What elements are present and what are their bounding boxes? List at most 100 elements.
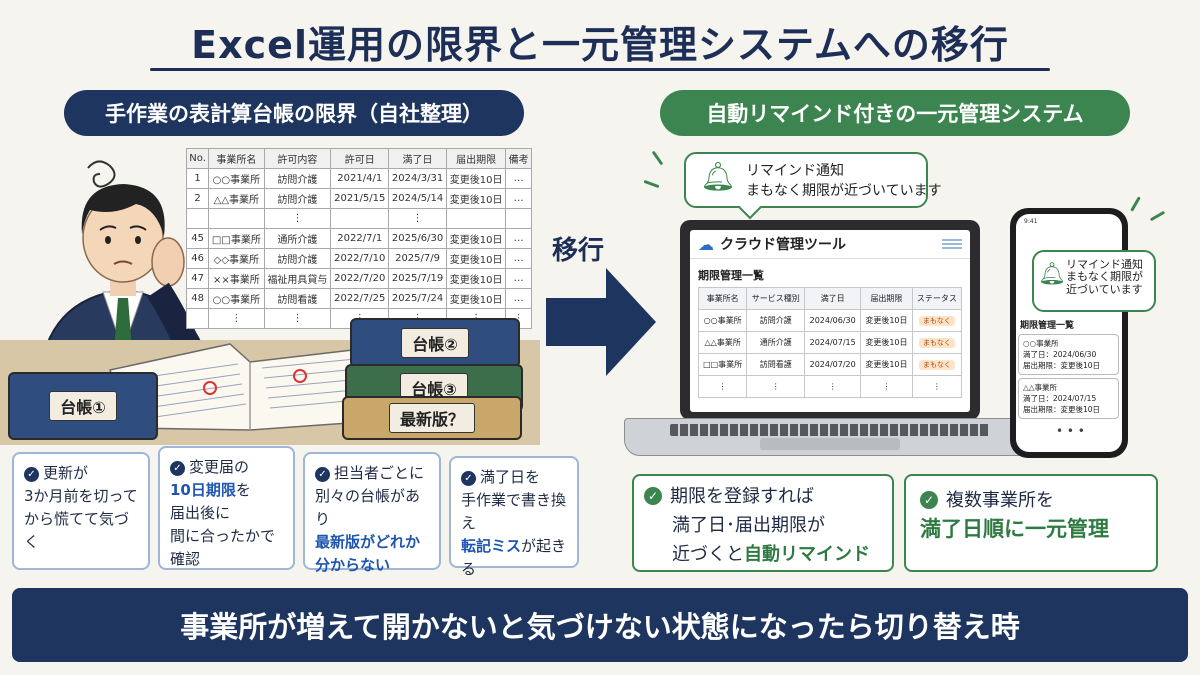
arrow-right-icon [546,268,656,376]
check-icon: ✓ [315,467,330,482]
status-badge: まもなく [918,359,955,370]
phone-list-title: 期限管理一覧 [1020,321,1075,331]
ledger-cell [505,208,532,229]
binder-ledger-1: 台帳① [8,372,158,440]
ledger-cell: … [505,168,532,189]
deadline-cell: ⋮ [911,375,963,398]
card-text: 3か月前を切って [24,487,138,505]
problem-card-separate-ledgers: ✓担当者ごとに 別々の台帳があり 最新版がどれか 分からない [303,452,441,574]
col-expiry: 満了日 [804,287,862,310]
ledger-cell: ⋮ [263,308,332,329]
phone-notification-title: リマインド通知 [1066,258,1143,271]
binder-latest-label: 最新版？ [388,403,475,433]
ledger-cell: 2025/7/9 [388,248,447,269]
col-service: サービス種別 [746,287,806,310]
ledger-col-deadline: 届出期限 [445,148,507,169]
ledger-cell: △△事業所 [208,188,265,209]
ledger-cell: 2021/5/15 [330,188,390,209]
alert-ray [1130,196,1141,212]
alert-ray [651,150,664,166]
ledger-cell: ××事業所 [208,268,265,289]
ledger-cell: 2022/7/10 [330,248,390,269]
cloud-icon: ☁ [698,234,714,254]
ledger-col-office: 事業所名 [208,148,265,169]
status-badge: まもなく [918,337,955,348]
phone-item-due: 満了日：2024/06/30 [1023,350,1097,359]
card-highlight: 10日期限 [170,481,236,499]
reminder-notification[interactable] [684,152,928,208]
ledger-cell: … [505,248,532,269]
deadline-cell: △△事業所 [697,331,748,354]
status-badge: まもなく [918,315,955,326]
phone-item-name: △△事業所 [1023,383,1058,392]
ledger-cell [330,208,390,229]
transition-label: 移行 [552,236,605,266]
phone-list-item[interactable]: △△事業所 満了日：2024/07/15 届出期限：変更後10日 [1018,378,1119,419]
ledger-cell: 47 [185,268,210,289]
binder-1-label: 台帳① [49,391,117,421]
ledger-cell: 変更後10日 [445,228,507,249]
card-highlight: 分からない [315,556,391,574]
phone-list-item[interactable]: ○○事業所 満了日：2024/06/30 届出期限：変更後10日 [1018,334,1119,375]
phone-item-name: ○○事業所 [1023,339,1059,348]
phone-reminder-notification[interactable] [1032,250,1156,312]
bell-icon: 🔔︎ [1038,262,1066,287]
phone-item-deadline: 届出期限：変更後10日 [1023,405,1101,414]
ledger-cell: 訪問介護 [263,168,332,189]
left-section-header: 手作業の表計算台帳の限界（自社整理） [64,90,524,136]
ledger-cell: ⋮ [208,308,265,329]
ledger-header-row: No. 事業所名 許可内容 許可日 満了日 届出期限 備考 [185,148,532,169]
deadline-cell: 2024/07/15 [804,331,862,354]
deadline-row[interactable]: ⋮⋮⋮⋮⋮ [697,375,963,398]
card-text: から慌てて気づく [24,510,130,551]
col-status: ステータス [911,287,963,310]
card-highlight: 満了日順に一元管理 [920,517,1109,541]
menu-icon[interactable] [942,239,962,249]
card-text: 間に合ったかで [170,527,276,545]
ledger-cell: … [505,268,532,289]
ledger-cell: ⋮ [388,208,447,229]
ledger-cell: 訪問介護 [263,248,332,269]
deadline-table-header: 事業所名 サービス種別 満了日 届出期限 ステータス [697,287,963,310]
deadline-cell: ⋮ [697,375,748,398]
ledger-col-no: No. [185,148,210,169]
phone-item-deadline: 届出期限：変更後10日 [1023,361,1101,370]
ledger-cell: … [505,228,532,249]
ledger-cell: 福祉用具貸与 [263,268,332,289]
deadline-cell: 変更後10日 [860,331,913,354]
ledger-cell [208,208,265,229]
ledger-cell: 45 [185,228,210,249]
problem-card-change-notice: ✓変更届の 10日期限を 届出後に 間に合ったかで 確認 [158,446,295,570]
right-section-header: 自動リマインド付きの一元管理システム [660,90,1130,136]
excel-ledger-table: No. 事業所名 許可内容 許可日 満了日 届出期限 備考 1○○事業所訪問介護… [185,148,532,329]
ledger-col-permit-date: 許可日 [330,148,390,169]
conclusion-banner: 事業所が増えて開かないと気づけない状態になったら切り替え時 [12,588,1188,662]
ledger-cell: 46 [185,248,210,269]
check-icon: ✓ [461,471,476,486]
ledger-col-expiry: 満了日 [388,148,447,169]
deadline-cell: □□事業所 [697,353,748,376]
problem-card-renewal: ✓更新が 3か月前を切って から慌てて気づく [12,452,150,570]
check-icon: ✓ [170,461,185,476]
deadline-cell: 通所介護 [746,331,806,354]
ledger-cell: □□事業所 [208,228,265,249]
notification-title: リマインド通知 [746,163,844,179]
ledger-cell: 2025/7/19 [388,268,447,289]
card-text: 別々の台帳があり [315,487,421,528]
ledger-cell [445,208,507,229]
laptop-keyboard [670,424,990,436]
card-text: 届出後に [170,504,231,522]
binder-2-label: 台帳② [401,328,469,358]
ledger-cell: 2022/7/20 [330,268,390,289]
ledger-cell: … [505,188,532,209]
laptop-touchpad [760,438,900,450]
